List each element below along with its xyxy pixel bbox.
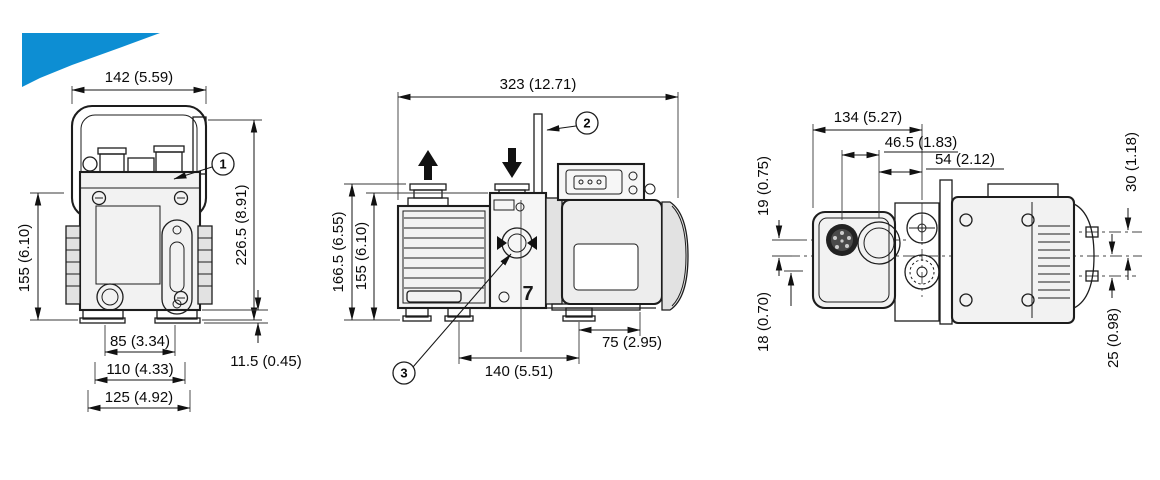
dim-foot-pitch: 140 (5.51) <box>458 322 580 380</box>
dim-label: 75 (2.95) <box>602 334 662 351</box>
front-feet <box>79 309 201 324</box>
exhaust-flange-top <box>857 221 901 265</box>
dim-label: 85 (3.34) <box>110 333 170 350</box>
dim-label: 18 (0.70) <box>755 292 772 352</box>
mains-connector <box>826 224 858 256</box>
dim-knob-offset: 54 (2.12) <box>878 151 1004 176</box>
dim-label: 140 (5.51) <box>485 363 553 380</box>
pump-size-marking: 7 <box>522 283 533 305</box>
oil-box: 7 <box>488 191 548 352</box>
knurled-knob <box>904 254 940 290</box>
dim-label: 226.5 (8.91) <box>233 185 250 266</box>
front-view: 142 (5.59) 226.5 (8.91) 155 (6.10) 11.5 … <box>16 69 302 412</box>
exhaust-pipe <box>533 113 543 195</box>
gas-ballast-knob <box>906 212 938 244</box>
dim-intake-height: 166.5 (6.55) <box>330 183 406 321</box>
housing-screws <box>91 190 189 306</box>
dim-label: 11.5 (0.45) <box>230 353 301 370</box>
cable-gland <box>644 183 656 195</box>
exhaust-flow-down-arrow-icon <box>502 148 522 178</box>
dim-label: 323 (12.71) <box>500 76 577 93</box>
callout-2: 2 <box>546 111 599 135</box>
oil-sight-plate <box>161 219 193 315</box>
dim-slot-spacing: 85 (3.34) <box>104 325 176 356</box>
motor-nameplate <box>573 243 639 291</box>
label-strip <box>406 290 462 303</box>
callout-1-label: 1 <box>219 157 226 172</box>
pump-head-top <box>811 210 901 310</box>
dim-handle-width: 142 (5.59) <box>71 69 207 104</box>
dim-label: 134 (5.27) <box>834 109 902 126</box>
dim-label: 142 (5.59) <box>105 69 173 86</box>
intake-flow-up-arrow-icon <box>418 150 438 180</box>
dim-housing-height: 155 (6.10) <box>353 192 488 321</box>
dim-label: 19 (0.75) <box>755 156 772 216</box>
dim-foot-spacing: 110 (4.33) <box>94 361 186 384</box>
callout-1: 1 <box>173 152 235 180</box>
dim-ballast-offset: 46.5 (1.83) <box>841 134 958 220</box>
callout-2-label: 2 <box>583 116 590 131</box>
valve-plate <box>894 202 940 322</box>
fan-cover <box>661 201 689 311</box>
oil-sight-glass <box>497 227 537 259</box>
dim-upper-axis-offset: 19 (0.75) <box>755 156 800 276</box>
dim-right-port-lower: 25 (0.98) <box>1105 234 1122 368</box>
motor <box>545 162 689 311</box>
callout-3-label: 3 <box>400 366 407 381</box>
dim-right-port-upper: 30 (1.18) <box>1123 132 1140 280</box>
logo-swoosh-icon <box>22 33 160 87</box>
dim-label: 110 (4.33) <box>106 361 173 378</box>
dim-base-overhang: 75 (2.95) <box>578 312 662 351</box>
dim-base-width: 125 (4.92) <box>87 389 191 412</box>
dim-overall-height: 226.5 (8.91) <box>202 119 262 321</box>
dim-head-length: 134 (5.27) <box>812 109 923 208</box>
side-view: 7 323 (12.71) <box>330 76 689 385</box>
callout-3: 3 <box>392 253 512 385</box>
motor-top <box>950 183 1099 325</box>
intake-port <box>407 183 449 207</box>
front-recess-panel <box>95 205 161 285</box>
dim-label: 155 (6.10) <box>16 224 33 292</box>
side-fins-front <box>65 225 213 305</box>
dim-label: 54 (2.12) <box>935 151 995 168</box>
motor-base <box>551 303 641 311</box>
top-view: 134 (5.27) 46.5 (1.83) 54 (2.12) 19 (0.7… <box>755 109 1142 368</box>
side-feet <box>398 307 656 322</box>
dim-label: 30 (1.18) <box>1123 132 1140 192</box>
dim-label: 25 (0.98) <box>1105 308 1122 368</box>
dim-foot-height: 11.5 (0.45) <box>202 290 302 370</box>
fan-cover-top <box>1073 202 1095 310</box>
dim-label: 46.5 (1.83) <box>885 134 958 151</box>
dim-label: 166.5 (6.55) <box>330 212 347 293</box>
dim-body-height: 155 (6.10) <box>16 192 78 321</box>
dim-lower-axis-offset: 18 (0.70) <box>755 270 803 352</box>
mounting-flange <box>939 179 953 325</box>
dim-overall-length: 323 (12.71) <box>397 76 679 200</box>
dim-label: 125 (4.92) <box>105 389 173 406</box>
cooling-fins-block <box>396 204 492 310</box>
dim-label: 155 (6.10) <box>353 222 370 290</box>
